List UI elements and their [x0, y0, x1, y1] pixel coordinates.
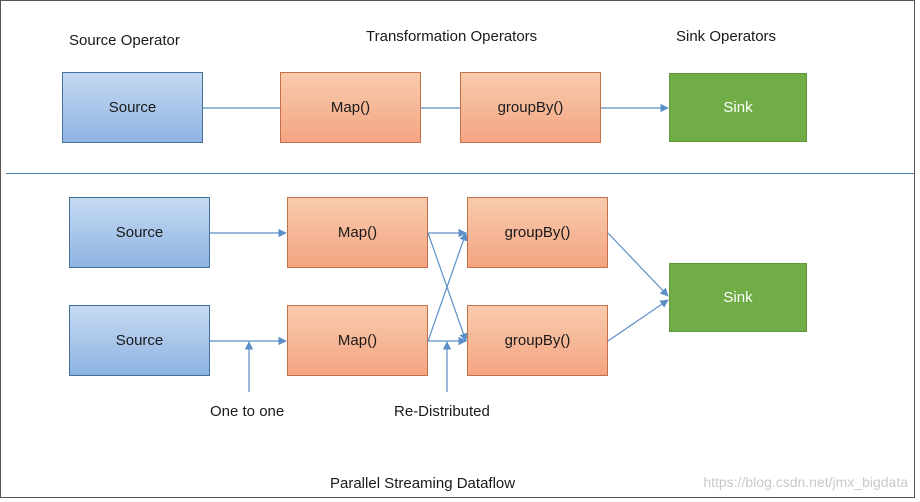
transformation-operators-header: Transformation Operators: [366, 28, 538, 45]
parallel-map-box-2: Map(): [287, 305, 428, 376]
section-divider: [6, 173, 914, 174]
connector-groupby2-sink: [607, 299, 669, 342]
parallel-sink-box: Sink: [669, 263, 807, 332]
top-sink-box: Sink: [669, 73, 807, 142]
parallel-map-box-1: Map(): [287, 197, 428, 268]
annotation-redistributed: Re-Distributed: [394, 403, 490, 420]
connector-map2-groupby1: [427, 232, 468, 342]
top-map-box: Map(): [280, 72, 421, 143]
connector-groupby1-sink: [607, 232, 669, 297]
annotation-one-to-one: One to one: [210, 403, 285, 420]
source-operator-header: Source Operator: [69, 32, 180, 49]
top-groupby-box: groupBy(): [460, 72, 601, 143]
parallel-source-box-2: Source: [69, 305, 210, 376]
top-source-box: Source: [62, 72, 203, 143]
parallel-groupby-box-2: groupBy(): [467, 305, 608, 376]
parallel-source-box-1: Source: [69, 197, 210, 268]
parallel-groupby-box-1: groupBy(): [467, 197, 608, 268]
watermark-text: https://blog.csdn.net/jmx_bigdata: [703, 474, 908, 490]
diagram-caption: Parallel Streaming Dataflow: [330, 475, 516, 492]
sink-operators-header: Sink Operators: [676, 28, 777, 45]
